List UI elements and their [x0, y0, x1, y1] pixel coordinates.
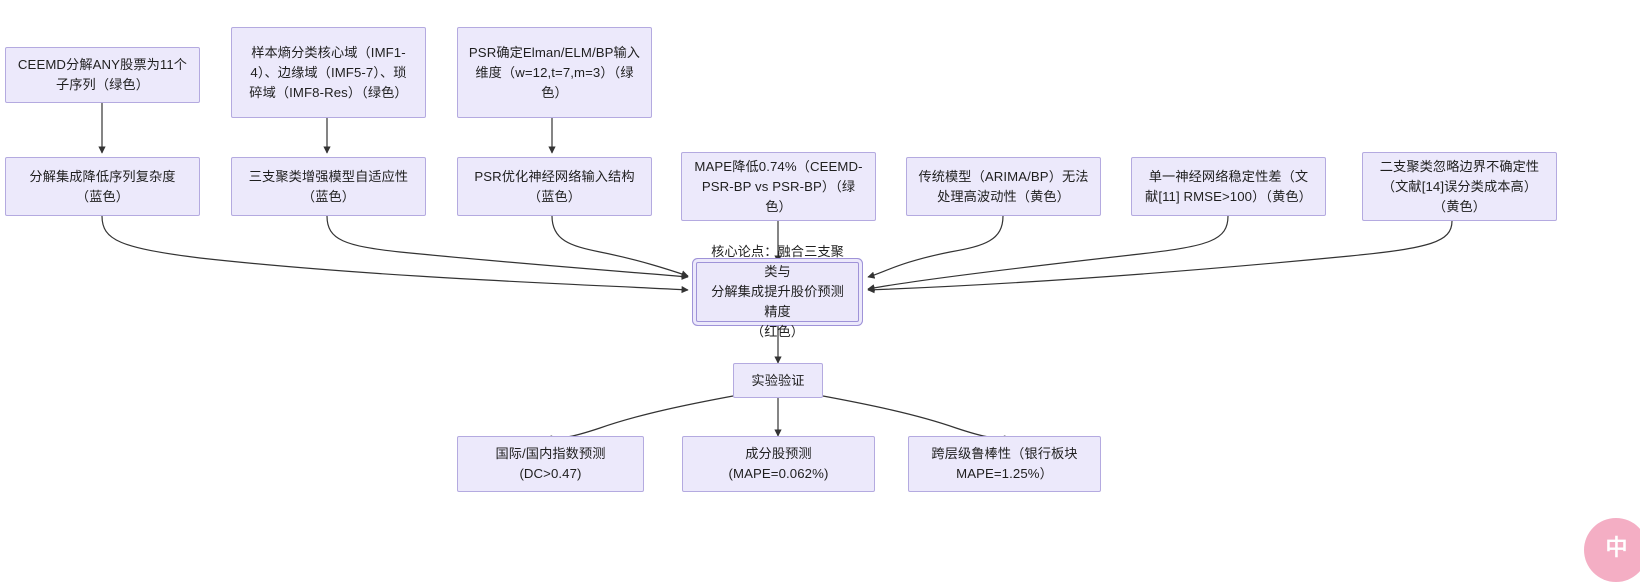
edge-n6-core: [551, 215, 689, 278]
node-psr-input-dimension[interactable]: PSR确定Elman/ELM/BP输入 维度（w=12,t=7,m=3）（绿 色…: [457, 27, 652, 118]
node-ceemd-decomposition[interactable]: CEEMD分解ANY股票为11个 子序列（绿色）: [5, 47, 200, 103]
node-traditional-models-limitation[interactable]: 传统模型（ARIMA/BP）无法 处理高波动性（黄色）: [906, 157, 1101, 216]
edge-n10-core: [867, 220, 1453, 294]
node-three-way-clustering-adaptivity[interactable]: 三支聚类增强模型自适应性 （蓝色）: [231, 157, 426, 216]
node-sample-entropy-classification[interactable]: 样本熵分类核心域（IMF1- 4）、边缘域（IMF5-7）、琐 碎域（IMF8-…: [231, 27, 426, 118]
node-index-forecast[interactable]: 国际/国内指数预测 (DC>0.47): [457, 436, 644, 492]
node-single-nn-instability[interactable]: 单一神经网络稳定性差（文 献[11] RMSE>100）（黄色）: [1131, 157, 1326, 216]
watermark-text: 中: [1605, 535, 1627, 560]
edge-n4-core: [101, 215, 689, 294]
edge-exp-b1: [550, 395, 734, 443]
watermark-badge: 中: [1584, 518, 1640, 582]
node-mape-reduction[interactable]: MAPE降低0.74%（CEEMD- PSR-BP vs PSR-BP）（绿 色…: [681, 152, 876, 221]
node-decomposition-reduces-complexity[interactable]: 分解集成降低序列复杂度 （蓝色）: [5, 157, 200, 216]
node-experimental-verification[interactable]: 实验验证: [733, 363, 823, 398]
edge-n5-core: [326, 215, 689, 281]
edge-n8-core: [867, 215, 1004, 279]
node-two-way-clustering-boundary[interactable]: 二支聚类忽略边界不确定性 （文献[14]误分类成本高） （黄色）: [1362, 152, 1557, 221]
node-psr-optimizes-nn-input[interactable]: PSR优化神经网络输入结构 （蓝色）: [457, 157, 652, 216]
edge-exp-b3: [822, 395, 1006, 443]
node-core-thesis[interactable]: 核心论点：融合三支聚类与 分解集成提升股价预测精度 （红色）: [696, 244, 859, 339]
node-cross-level-robustness[interactable]: 跨层级鲁棒性（银行板块 MAPE=1.25%）: [908, 436, 1101, 492]
edge-n9-core: [867, 215, 1229, 292]
node-constituent-stock-forecast[interactable]: 成分股预测 (MAPE=0.062%): [682, 436, 875, 492]
